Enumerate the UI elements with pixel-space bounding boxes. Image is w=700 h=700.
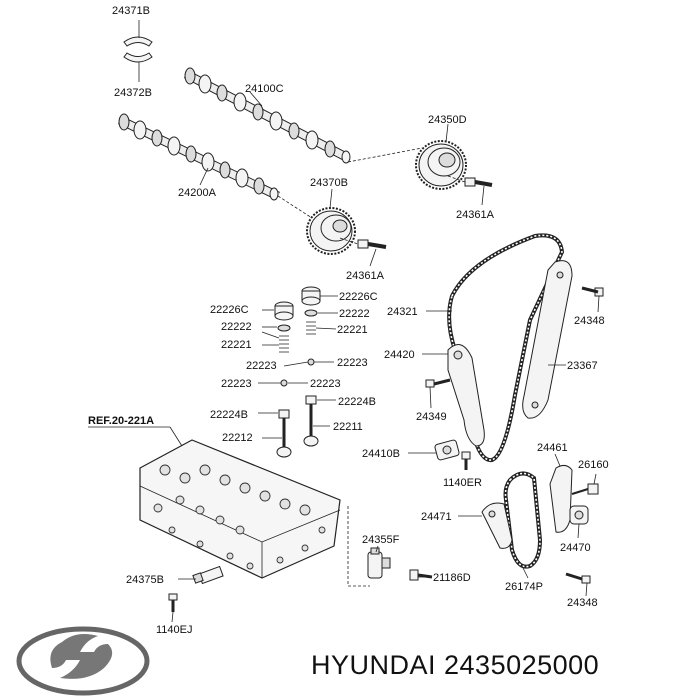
camshaft-24200a <box>118 113 280 201</box>
label-22212: 22212 <box>222 432 253 444</box>
bolt-1140ej <box>168 593 178 612</box>
tensioner-arm-24420 <box>447 344 485 447</box>
chain-guide-23367 <box>522 260 573 419</box>
label-24361a-bottom: 24361A <box>346 270 385 282</box>
cylinder-head <box>139 439 341 579</box>
label-22226c-left: 22226C <box>210 304 249 316</box>
tensioner-24470 <box>569 505 589 525</box>
label-1140er: 1140ER <box>443 477 482 489</box>
bolt-21186d <box>409 569 433 581</box>
bolt-24361a-bottom <box>357 239 387 249</box>
label-22224b-right: 22224B <box>338 396 376 408</box>
label-24200a: 24200A <box>178 187 217 199</box>
valve-train-left <box>274 301 294 458</box>
label-24470: 24470 <box>560 542 591 554</box>
solenoid-24355f <box>367 547 391 579</box>
ref-20-221a: REF.20-221A <box>88 415 154 427</box>
hyundai-logo <box>16 626 150 696</box>
label-24370b: 24370B <box>310 177 348 189</box>
bolt-24348-bottom <box>565 572 591 584</box>
camshaft-24100c <box>183 67 351 164</box>
label-22223-c: 22223 <box>221 378 252 390</box>
bolt-24361a-top <box>464 177 493 187</box>
oil-pump-chain-26174p <box>503 471 543 569</box>
label-22224b-left: 22224B <box>210 409 248 421</box>
label-23367: 23367 <box>567 360 598 372</box>
label-21186d: 21186D <box>433 572 471 584</box>
label-24410b: 24410B <box>362 448 400 460</box>
part-caption: HYUNDAI 2435025000 <box>311 650 599 680</box>
label-24321: 24321 <box>387 306 418 318</box>
label-24355f: 24355F <box>362 534 400 546</box>
lower-tensioner-arm-24461 <box>549 464 573 533</box>
bolt-24348-top <box>581 286 604 297</box>
label-24100c: 24100C <box>245 83 284 95</box>
label-24349: 24349 <box>416 411 447 423</box>
bearing-shells <box>123 20 153 82</box>
cam-sprocket-24370b <box>306 207 356 255</box>
ocv-24375b <box>192 565 224 585</box>
label-22221-left: 22221 <box>221 339 252 351</box>
label-22223-d: 22223 <box>310 378 341 390</box>
chain-guide-24471 <box>481 502 513 549</box>
label-24471: 24471 <box>421 511 452 523</box>
label-24372b: 24372B <box>114 87 152 99</box>
bolt-1140er <box>461 451 471 470</box>
bolt-24349 <box>425 378 451 388</box>
spring-26160 <box>571 483 599 495</box>
label-24375b: 24375B <box>126 574 164 586</box>
label-26174p: 26174P <box>505 581 543 593</box>
label-24348-bottom: 24348 <box>567 597 598 609</box>
label-24461: 24461 <box>537 442 568 454</box>
label-22226c-right: 22226C <box>339 291 378 303</box>
label-24348-top: 24348 <box>574 315 605 327</box>
label-24350d: 24350D <box>428 114 467 126</box>
valve-train-right <box>301 286 321 447</box>
label-22223-b: 22223 <box>337 357 368 369</box>
tensioner-24410b <box>434 439 460 461</box>
label-22211: 22211 <box>333 421 363 433</box>
label-22221-right: 22221 <box>337 324 368 336</box>
label-22222-left: 22222 <box>221 321 252 333</box>
label-24371b: 24371B <box>112 5 150 17</box>
cam-sprocket-24350d <box>415 140 467 190</box>
label-22223-a: 22223 <box>246 360 277 372</box>
label-24420: 24420 <box>384 349 415 361</box>
label-26160: 26160 <box>578 459 609 471</box>
label-24361a-top: 24361A <box>456 209 495 221</box>
label-22222-right: 22222 <box>339 308 370 320</box>
label-1140ej: 1140EJ <box>156 624 193 636</box>
